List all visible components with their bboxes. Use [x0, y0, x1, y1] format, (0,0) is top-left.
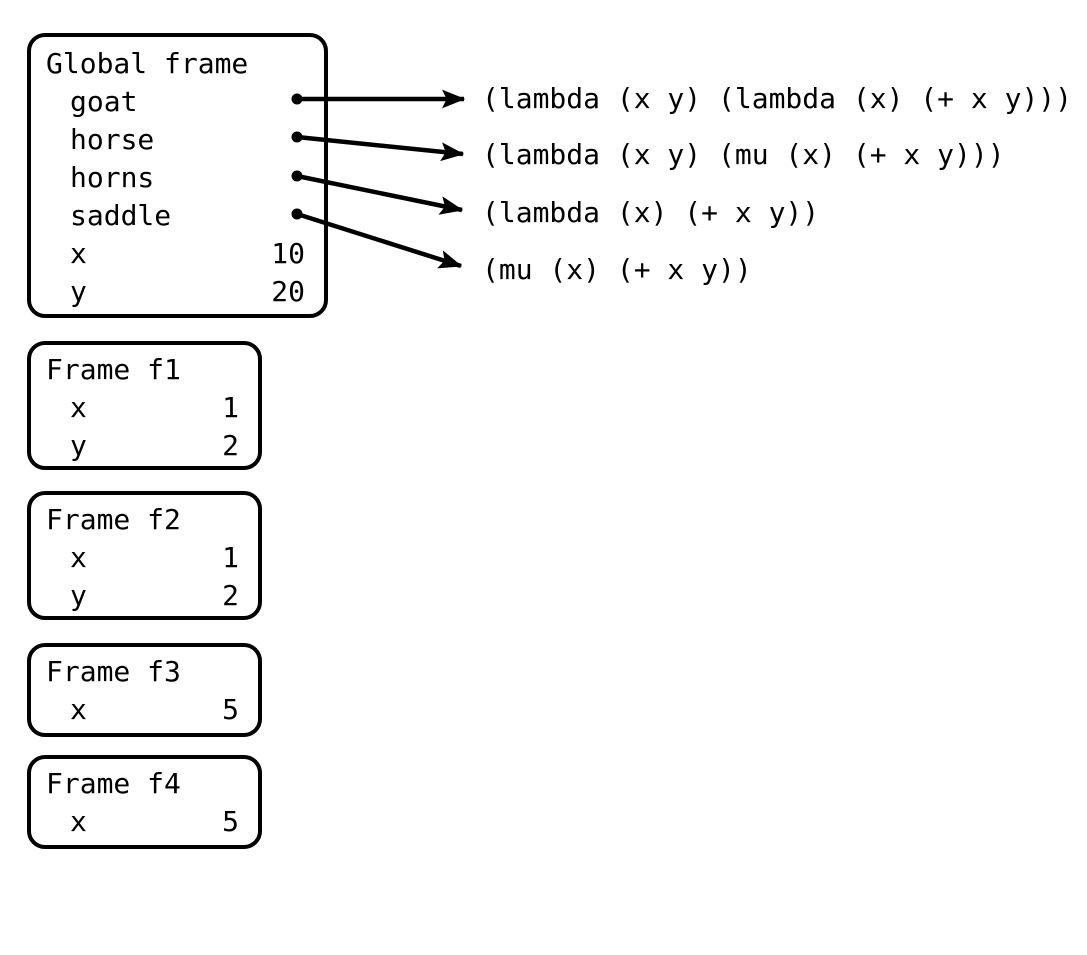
- binding-name: saddle: [70, 199, 172, 232]
- binding-name: x: [70, 805, 87, 838]
- frame-f3-binding-x: x 5: [70, 691, 239, 729]
- frame-f4-box: Frame f4 x 5: [27, 755, 262, 849]
- frame-f1-binding-y: y 2: [70, 427, 239, 465]
- binding-name: x: [70, 541, 87, 574]
- frame-f2-binding-x: x 1: [70, 539, 239, 577]
- frame-f1-title: Frame f1: [46, 353, 181, 386]
- frame-f1-box: Frame f1 x 1 y 2: [27, 341, 262, 470]
- binding-name: horns: [70, 161, 155, 194]
- binding-name: goat: [70, 85, 138, 118]
- binding-name: x: [70, 693, 87, 726]
- frame-f4-title: Frame f4: [46, 767, 181, 800]
- expression-goat: (lambda (x y) (lambda (x) (+ x y))): [482, 82, 1073, 115]
- global-binding-saddle: saddle: [70, 197, 305, 235]
- expression-saddle: (mu (x) (+ x y)): [482, 253, 752, 286]
- binding-value: 2: [222, 579, 239, 612]
- binding-value: 5: [222, 805, 239, 838]
- binding-name: y: [70, 579, 87, 612]
- global-binding-horse: horse: [70, 121, 305, 159]
- binding-value: 1: [222, 541, 239, 574]
- global-binding-horns: horns: [70, 159, 305, 197]
- binding-value: 10: [271, 237, 305, 270]
- frame-f3-title: Frame f3: [46, 655, 181, 688]
- binding-value: 2: [222, 429, 239, 462]
- binding-value: 20: [271, 275, 305, 308]
- environment-diagram: Global frame goat horse horns saddle x 1…: [27, 33, 1073, 849]
- expression-horns: (lambda (x) (+ x y)): [482, 196, 820, 229]
- binding-name: horse: [70, 123, 155, 156]
- global-binding-y: y 20: [70, 273, 305, 311]
- global-binding-x: x 10: [70, 235, 305, 273]
- global-frame-box: Global frame goat horse horns saddle x 1…: [27, 33, 328, 318]
- frame-f2-box: Frame f2 x 1 y 2: [27, 491, 262, 620]
- binding-name: y: [70, 275, 87, 308]
- binding-value: 5: [222, 693, 239, 726]
- global-frame-title: Global frame: [46, 47, 249, 80]
- frame-f1-binding-x: x 1: [70, 389, 239, 427]
- global-binding-goat: goat: [70, 83, 305, 121]
- expression-horse: (lambda (x y) (mu (x) (+ x y))): [482, 138, 1005, 171]
- binding-name: y: [70, 429, 87, 462]
- binding-name: x: [70, 237, 87, 270]
- frame-f3-box: Frame f3 x 5: [27, 643, 262, 737]
- binding-value: 1: [222, 391, 239, 424]
- frame-f2-title: Frame f2: [46, 503, 181, 536]
- frame-f4-binding-x: x 5: [70, 803, 239, 841]
- frame-f2-binding-y: y 2: [70, 577, 239, 615]
- binding-name: x: [70, 391, 87, 424]
